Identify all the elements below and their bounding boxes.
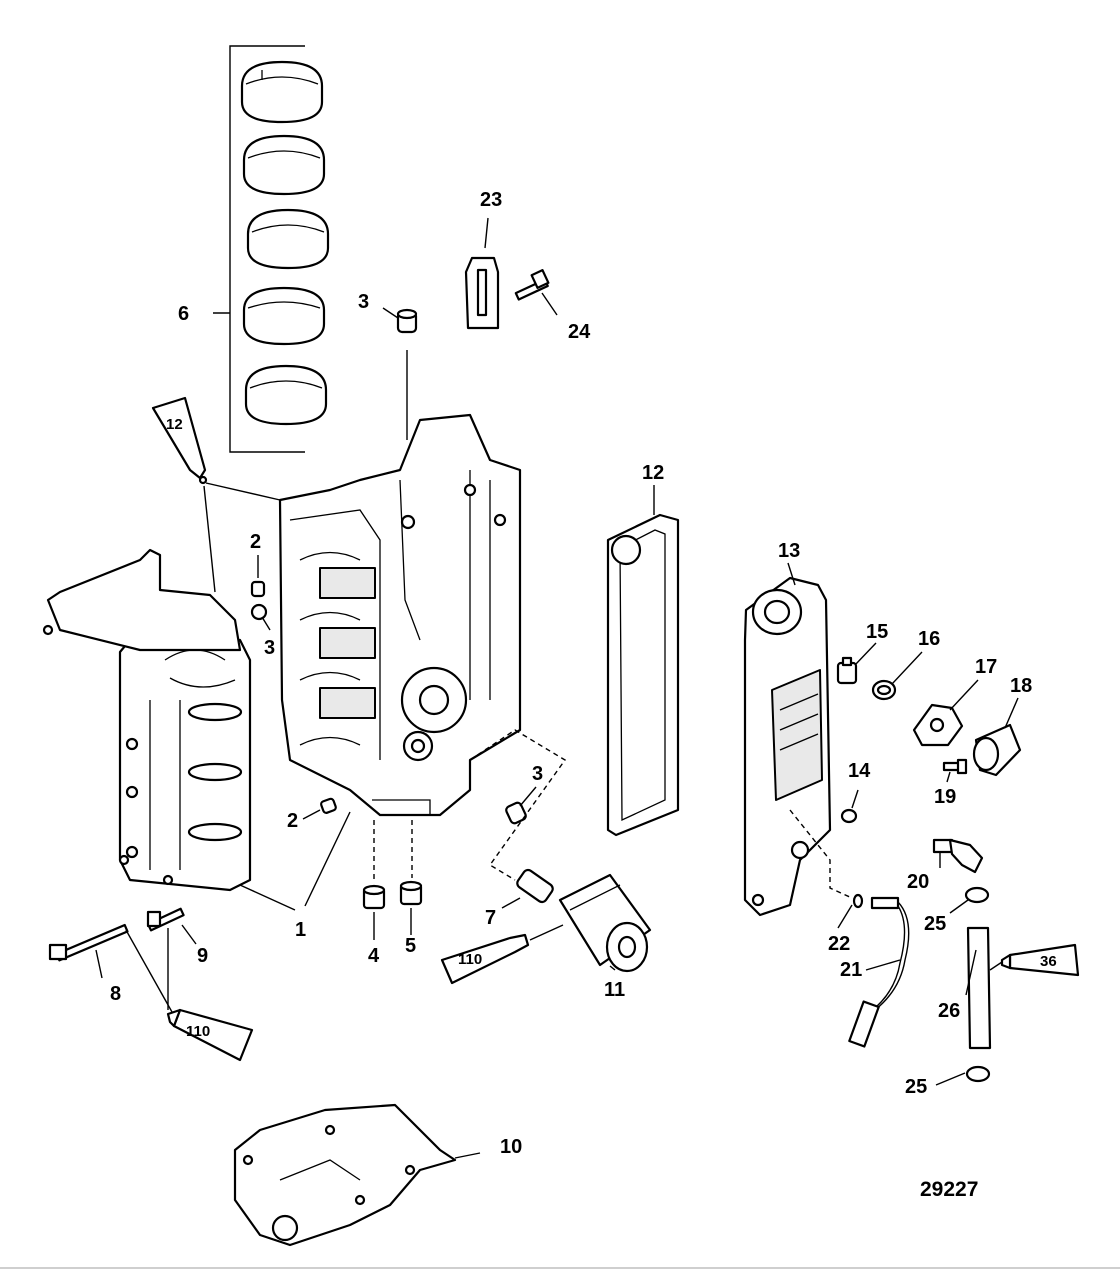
callout-8: 8: [110, 983, 121, 1005]
washer-16: [871, 679, 897, 701]
hose-clamp: [964, 886, 990, 904]
cover-plate: [743, 576, 832, 917]
tube-label-36: 36: [1040, 953, 1057, 970]
sealant-tube-36: 36: [1000, 943, 1080, 977]
sleeve: [396, 308, 418, 334]
bearing-set: [213, 45, 330, 453]
callout-9: 9: [197, 945, 208, 967]
callout-16: 16: [918, 628, 940, 650]
tube-label-110: 110: [458, 951, 482, 968]
callout-13: 13: [778, 540, 800, 562]
bolt-8: [48, 923, 129, 962]
callout-24: 24: [568, 321, 591, 343]
bearing-half: [246, 208, 330, 270]
callout-4: 4: [368, 945, 380, 967]
bolt-19: [942, 758, 968, 775]
sensor-21: [848, 896, 910, 1048]
sleeve: [250, 603, 268, 621]
callout-23: 23: [480, 189, 502, 211]
thermostat-cover-18: [972, 723, 1022, 777]
callout-2: 2: [250, 531, 261, 553]
callout-26: 26: [938, 1000, 960, 1022]
figure-number: 29227: [920, 1178, 978, 1201]
hose-26: [966, 926, 992, 1050]
fitting-7: [516, 868, 554, 904]
sealant-tube-110-center: 110: [440, 924, 564, 985]
sleeve: [505, 801, 527, 825]
callout-12: 12: [642, 462, 664, 484]
callout-10: 10: [500, 1136, 522, 1158]
callout-5: 5: [405, 935, 416, 957]
callout-11: 11: [604, 979, 625, 1001]
callout-3: 3: [358, 291, 369, 313]
callouts: 1 2 2 3 3 3 4 5 6 7 8 9 10 11 12 13 14 1…: [110, 189, 1032, 1158]
callout-7: 7: [485, 907, 496, 929]
oil-filter: [558, 873, 652, 973]
gasket-12: [606, 513, 680, 837]
o-ring-22: [852, 893, 864, 909]
callout-18: 18: [1010, 675, 1032, 697]
hose-clamp: [965, 1065, 991, 1083]
plug-5: [399, 880, 423, 906]
callout-6: 6: [178, 303, 189, 325]
callout-25: 25: [905, 1076, 927, 1098]
bolt-24: [514, 269, 550, 301]
crankcase-cover: [42, 548, 252, 892]
nut-14: [840, 808, 858, 824]
callout-2: 2: [287, 810, 298, 832]
gasket-17: [912, 703, 964, 747]
dowel-pin: [250, 580, 266, 598]
callout-19: 19: [934, 786, 956, 808]
tube-label-110: 110: [186, 1023, 210, 1040]
bearing-half: [242, 286, 326, 346]
plug-15: [836, 656, 858, 685]
leader-lines: [95, 217, 1019, 1159]
callout-1: 1: [295, 919, 306, 941]
gasket-10: [233, 1103, 457, 1247]
bracket-23: [464, 256, 500, 330]
tube-label-12: 12: [166, 416, 183, 433]
bearing-half: [242, 134, 326, 196]
callout-20: 20: [907, 871, 929, 893]
callout-17: 17: [975, 656, 997, 678]
callout-3: 3: [532, 763, 543, 785]
callout-14: 14: [848, 760, 871, 782]
callout-22: 22: [828, 933, 850, 955]
callout-3: 3: [264, 637, 275, 659]
elbow-fitting-20: [932, 838, 984, 874]
bearing-half: [240, 60, 324, 124]
plug-4: [362, 884, 386, 910]
cylinder-block: [278, 413, 522, 817]
sealant-tube-12: 12: [151, 396, 281, 593]
bolt-9: [146, 907, 185, 932]
callout-21: 21: [840, 959, 862, 981]
bearing-half: [244, 364, 328, 426]
callout-15: 15: [866, 621, 888, 643]
callout-25: 25: [924, 913, 946, 935]
sealant-tube-110-left: 110: [166, 1008, 254, 1062]
dowel-pin: [320, 797, 337, 814]
